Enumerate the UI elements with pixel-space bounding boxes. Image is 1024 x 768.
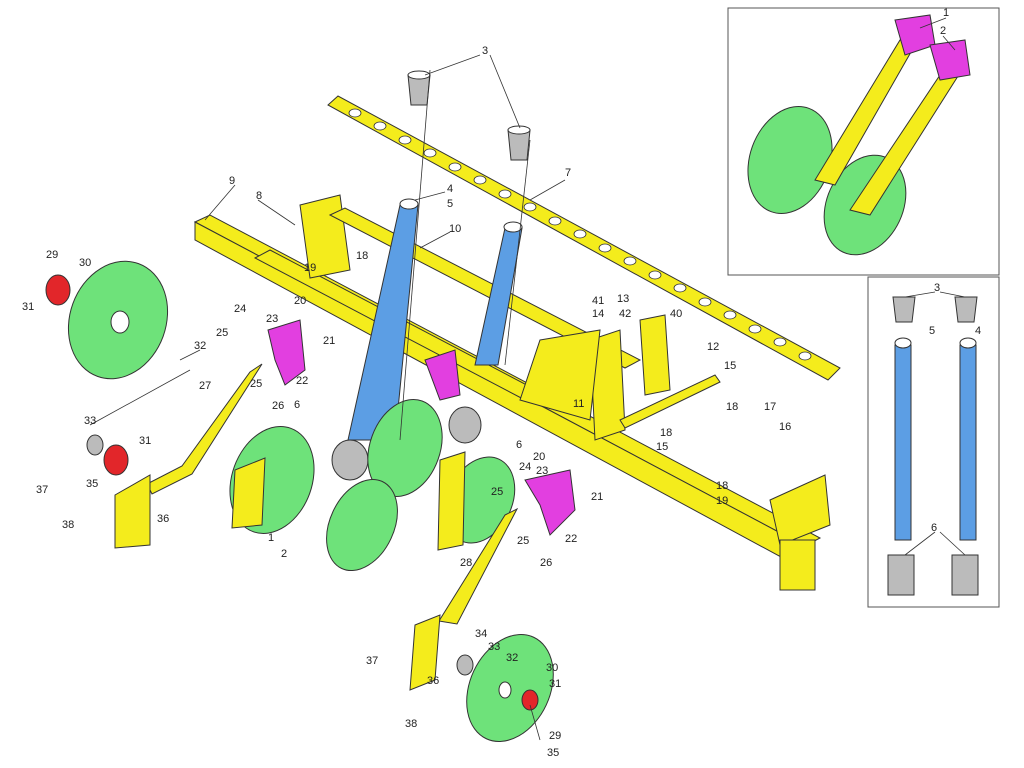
callout: 41 [592, 295, 604, 307]
callout: 7 [565, 167, 571, 179]
callout: 36 [157, 513, 169, 525]
inset-right-frame [867, 276, 1000, 608]
callout: 26 [540, 557, 552, 569]
callout: 19 [716, 495, 728, 507]
callout: 19 [304, 262, 316, 274]
callout: 18 [356, 250, 368, 262]
callout: 35 [86, 478, 98, 490]
main-frame [193, 194, 831, 591]
callout: 5 [447, 198, 453, 210]
callout: 6 [294, 399, 300, 411]
callouts-main: 3 7 4 5 9 8 10 29 30 31 19 18 20 24 23 2… [22, 45, 791, 759]
callout: 26 [272, 400, 284, 412]
spring-caps [407, 70, 531, 161]
callout: 31 [22, 301, 34, 313]
callout: 18 [716, 480, 728, 492]
callout: 15 [656, 441, 668, 453]
callout: 8 [256, 190, 262, 202]
callout: 18 [660, 427, 672, 439]
callout: 23 [266, 313, 278, 325]
callout: 16 [779, 421, 791, 433]
callout: 21 [323, 335, 335, 347]
callout: 25 [517, 535, 529, 547]
callout: 9 [229, 175, 235, 187]
cylinders [331, 198, 523, 481]
callout: 4 [975, 325, 981, 337]
callout: 6 [516, 439, 522, 451]
callout: 17 [764, 401, 776, 413]
callout: 5 [929, 325, 935, 337]
callout: 30 [546, 662, 558, 674]
callout: 29 [549, 730, 561, 742]
callout: 2 [940, 25, 946, 37]
callout: 18 [726, 401, 738, 413]
callout: 32 [506, 652, 518, 664]
callout: 14 [592, 308, 604, 320]
inset-top-assembly [747, 14, 971, 256]
callout: 31 [139, 435, 151, 447]
callout: 1 [268, 532, 274, 544]
callout: 15 [724, 360, 736, 372]
callout: 25 [491, 486, 503, 498]
callout: 42 [619, 308, 631, 320]
callout: 30 [79, 257, 91, 269]
arms [114, 363, 519, 691]
callout: 3 [934, 282, 940, 294]
callout: 1 [943, 7, 949, 19]
callout: 33 [488, 641, 500, 653]
callout: 33 [84, 415, 96, 427]
callout: 12 [707, 341, 719, 353]
callout: 23 [536, 465, 548, 477]
callout: 2 [281, 548, 287, 560]
callout: 3 [482, 45, 488, 57]
callout: 20 [533, 451, 545, 463]
callout: 28 [460, 557, 472, 569]
callout: 6 [931, 522, 937, 534]
callout: 38 [62, 519, 74, 531]
callout: 11 [573, 398, 584, 410]
brackets [267, 319, 576, 536]
inset-right-assembly [887, 296, 979, 596]
callout: 38 [405, 718, 417, 730]
leader-lines [89, 17, 966, 741]
callout: 24 [234, 303, 246, 315]
callout: 29 [46, 249, 58, 261]
callout: 21 [591, 491, 603, 503]
callout: 34 [475, 628, 487, 640]
callout: 22 [565, 533, 577, 545]
callout: 31 [549, 678, 561, 690]
callout: 35 [547, 747, 559, 759]
callout: 32 [194, 340, 206, 352]
callout: 37 [36, 484, 48, 496]
callout: 10 [449, 223, 461, 235]
callout: 20 [294, 295, 306, 307]
callout: 37 [366, 655, 378, 667]
callout: 25 [250, 378, 262, 390]
perforated-bar [327, 95, 841, 381]
callout: 22 [296, 375, 308, 387]
callout: 36 [427, 675, 439, 687]
callouts-inset-top: 1 2 [940, 7, 949, 37]
callouts-inset-right: 3 4 5 6 [929, 282, 981, 534]
callout: 25 [216, 327, 228, 339]
callout: 4 [447, 183, 453, 195]
callout: 40 [670, 308, 682, 320]
hubs [45, 274, 539, 711]
callout: 27 [199, 380, 211, 392]
callout: 13 [617, 293, 629, 305]
callout: 24 [519, 461, 531, 473]
inset-top-frame [727, 7, 1000, 276]
